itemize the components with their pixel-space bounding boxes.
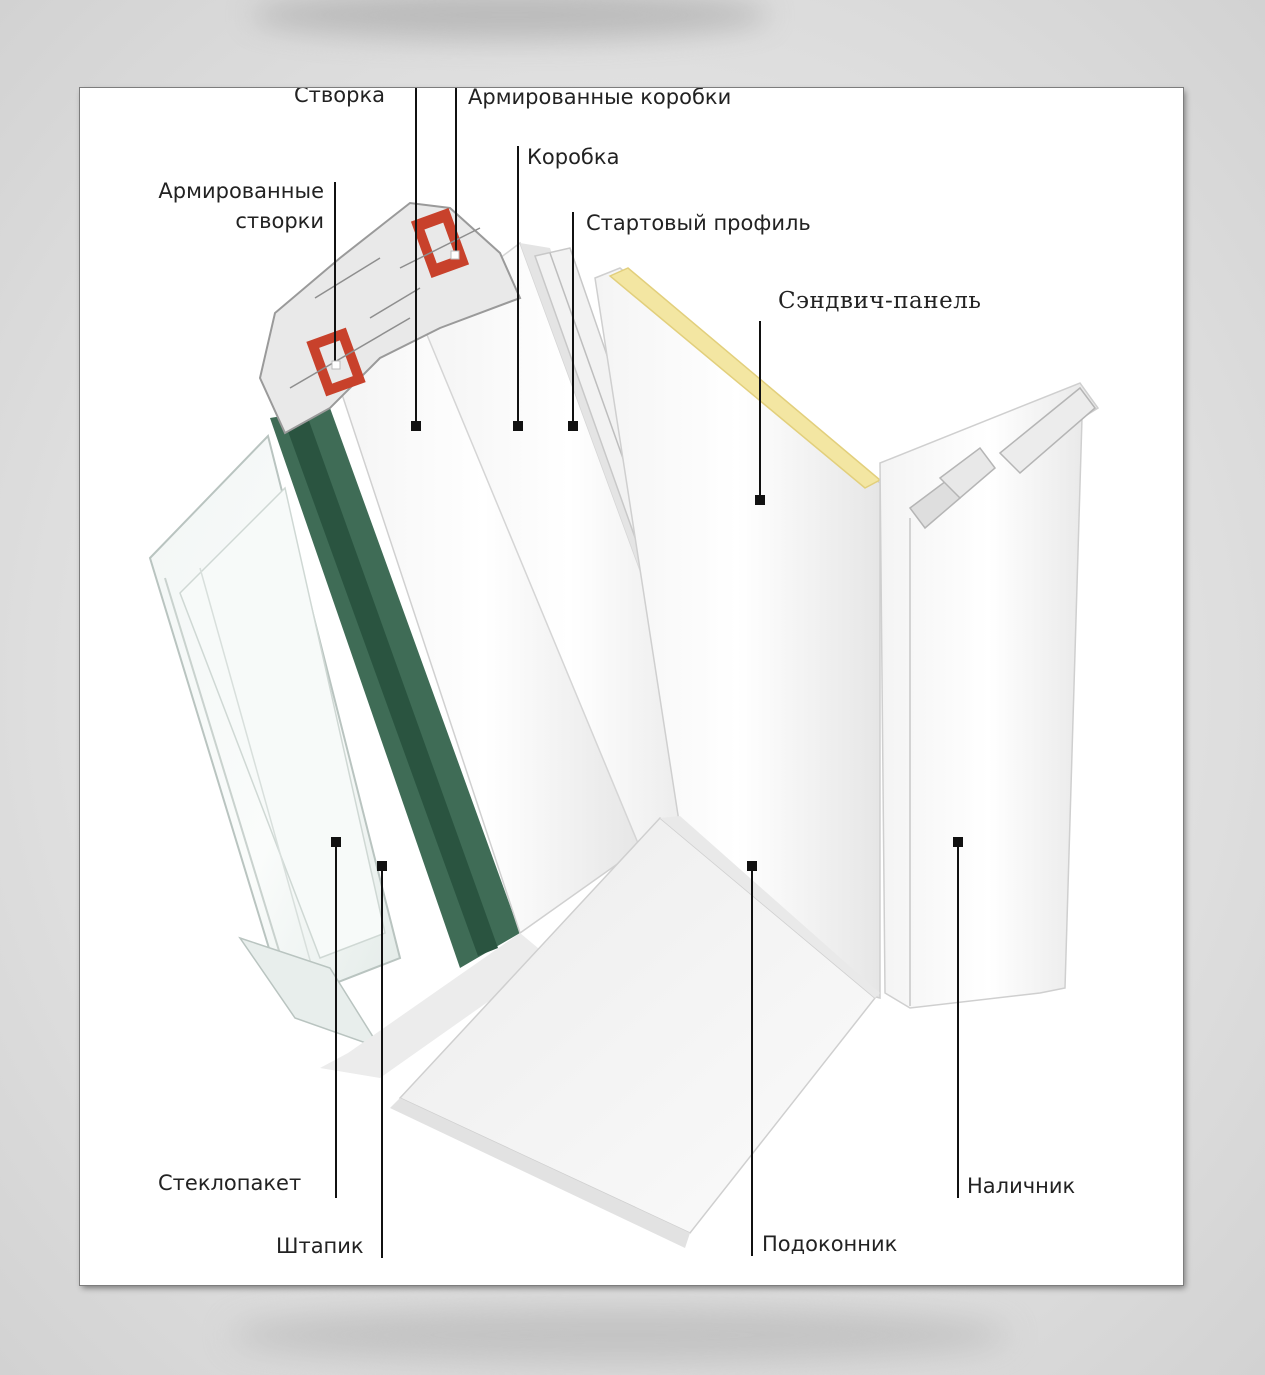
leader-lines [334,88,959,1258]
label-sandwich-panel: Сэндвич-панель [778,288,982,314]
diagram-panel: Створка Армированные коробки Коробка Арм… [80,88,1183,1285]
label-reinforced-frames: Армированные коробки [468,88,732,109]
label-window-sill: Подоконник [762,1232,898,1256]
window-profile-illustration [148,88,1100,1258]
label-glass-unit: Стеклопакет [158,1171,302,1195]
reinforcement-markers [331,250,460,370]
label-reinforced-sashes-line1: Армированные [158,179,324,203]
architrave-shape [879,382,1100,1009]
label-reinforced-sashes: Армированные створки [130,178,324,234]
marker-dots [331,421,963,871]
label-reinforced-sashes-line2: створки [235,209,324,233]
background-shadow-bottom [230,1305,1010,1365]
window-sill-shape [390,816,880,1248]
label-sash: Створка [294,88,386,107]
label-starter-profile: Стартовый профиль [586,211,811,235]
background-shadow-top [250,0,770,40]
label-architrave: Наличник [967,1174,1076,1198]
label-frame: Коробка [527,145,620,169]
label-glazing-bead: Штапик [276,1234,364,1258]
